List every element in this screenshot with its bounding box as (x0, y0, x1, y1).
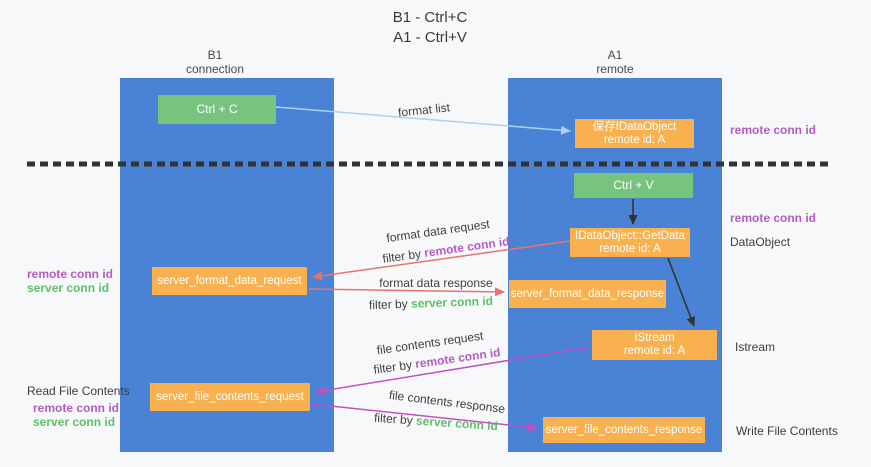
server-format-data-response-box: server_format_data_response (509, 280, 666, 308)
lane-header-a1: A1 remote (508, 48, 722, 76)
title-line-1: B1 - Ctrl+C (392, 9, 468, 26)
diagram-title: B1 - Ctrl+C A1 - Ctrl+V (0, 8, 860, 48)
write-file-contents-label: Write File Contents (736, 424, 838, 438)
filter-by-server-2-label: filter by server conn id (374, 411, 499, 434)
ctrl-v-label: Ctrl + V (613, 178, 654, 192)
left-server-conn-id-2-label: server conn id (33, 415, 116, 429)
format-list-label: format list (397, 100, 451, 120)
server-file-contents-request-box: server_file_contents_request (150, 383, 310, 411)
server-file-contents-response-label: server_file_contents_response (545, 423, 703, 436)
read-file-contents-label: Read File Contents (27, 384, 130, 398)
lane-a1-subtitle: remote (596, 62, 634, 76)
ctrl-c-box: Ctrl + C (158, 95, 276, 124)
getdata-line1: IDataObject::GetData (575, 229, 685, 242)
lane-header-b1: B1 connection (108, 48, 322, 76)
filter-by-server-1-label: filter by server conn id (369, 294, 493, 312)
file-contents-response-label: file contents response (388, 387, 506, 417)
left-remote-conn-id-2-label: remote conn id (33, 401, 120, 415)
remote-conn-id-mid-label: remote conn id (730, 211, 817, 225)
lane-b1-subtitle: connection (185, 62, 245, 76)
istream-line1: IStream (634, 332, 675, 344)
ctrl-c-label: Ctrl + C (196, 102, 238, 116)
getdata-line2: remote id: A (599, 242, 661, 255)
title-line-2: A1 - Ctrl+V (393, 29, 467, 46)
server-format-data-request-label: server_format_data_request (157, 274, 302, 287)
save-idataobject-line1: 保存IDataObject (592, 120, 677, 133)
idataobject-getdata-box: IDataObject::GetData remote id: A (570, 228, 690, 257)
istream-box: IStream remote id: A (592, 330, 717, 360)
filter-by-server-2-highlight: server conn id (415, 413, 499, 434)
filter-by-remote-1-prefix: filter by (381, 246, 426, 266)
server-format-data-response-label: server_format_data_response (510, 287, 665, 300)
remote-conn-id-top-label: remote conn id (730, 123, 817, 137)
filter-by-server-1-highlight: server conn id (410, 293, 494, 311)
lane-a1-name: A1 (607, 48, 623, 62)
server-file-contents-response-box: server_file_contents_response (543, 417, 705, 443)
left-server-conn-id-1-label: server conn id (27, 281, 110, 295)
filter-by-remote-2-prefix: filter by (372, 357, 417, 377)
dataobject-label: DataObject (730, 235, 791, 249)
ctrl-v-box: Ctrl + V (574, 173, 693, 198)
lane-b1-name: B1 (207, 48, 223, 62)
filter-by-server-2-prefix: filter by (373, 410, 417, 428)
save-idataobject-box: 保存IDataObject remote id: A (575, 119, 694, 148)
save-idataobject-line2: remote id: A (603, 133, 666, 146)
server-format-data-request-box: server_format_data_request (152, 267, 307, 295)
filter-by-server-1-prefix: filter by (368, 296, 412, 313)
server-file-contents-request-label: server_file_contents_request (156, 390, 304, 403)
istream-line2: remote id: A (623, 345, 686, 357)
istream-side-label: Istream (735, 340, 776, 354)
left-remote-conn-id-1-label: remote conn id (27, 267, 114, 281)
format-data-response-label: format data response (379, 276, 493, 290)
